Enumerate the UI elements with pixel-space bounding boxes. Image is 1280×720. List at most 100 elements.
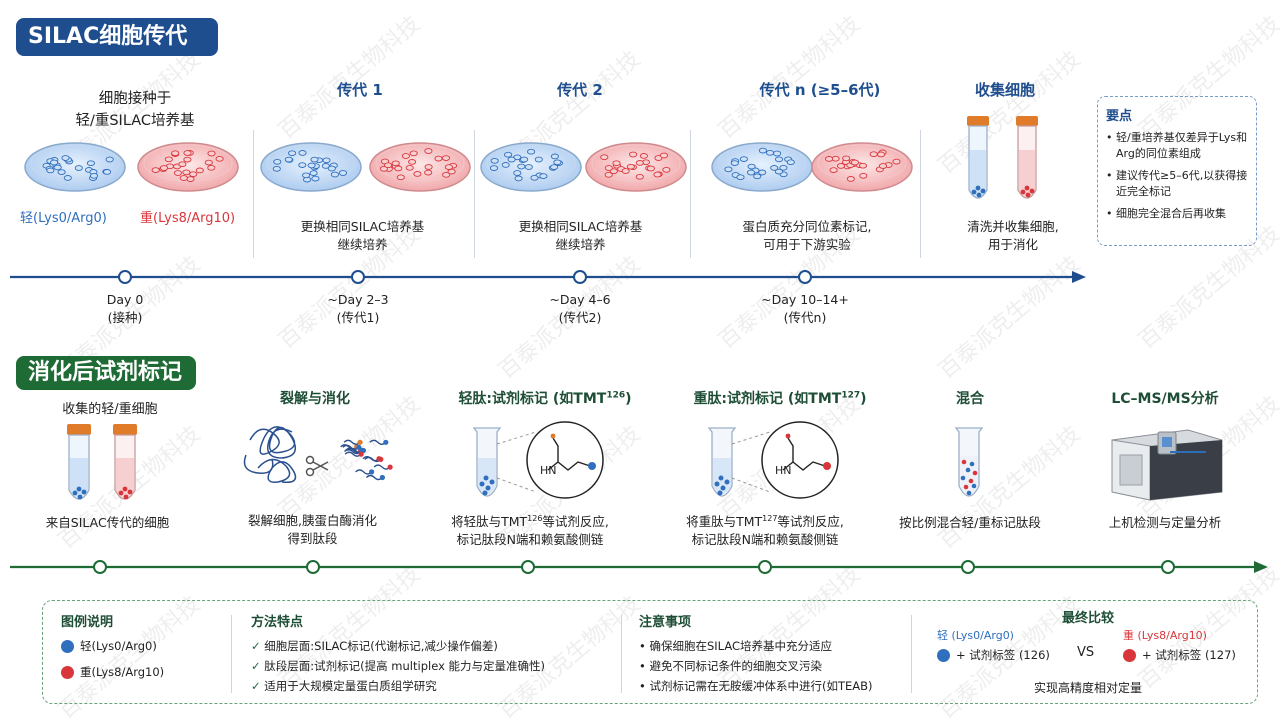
stage-caption-p2: 更换相同SILAC培养基继续培养 bbox=[518, 219, 643, 252]
cell-icon bbox=[298, 162, 307, 168]
cell-icon bbox=[504, 151, 513, 158]
mass-spectrometer-icon bbox=[1111, 429, 1223, 501]
residue-icon bbox=[379, 474, 385, 481]
tube-heavy-peptides bbox=[707, 427, 737, 497]
step-caption-mix: 按比例混合轻/重标记肽段 bbox=[899, 515, 1041, 530]
cell-icon bbox=[539, 173, 548, 179]
cell-icon bbox=[53, 164, 62, 171]
step-title-lysis: 裂解与消化 bbox=[280, 391, 350, 407]
note-item: • 避免不同标记条件的细胞交叉污染 bbox=[639, 659, 822, 673]
cell-icon bbox=[514, 175, 523, 182]
cell-icon bbox=[151, 167, 160, 173]
cell-icon bbox=[621, 168, 630, 174]
cell-icon bbox=[600, 154, 609, 161]
cell-icon bbox=[736, 174, 745, 181]
cell-icon bbox=[215, 155, 224, 162]
molecule-label: HN bbox=[540, 464, 557, 477]
cell-icon bbox=[394, 165, 403, 172]
cell-icon bbox=[770, 165, 779, 171]
cell-icon bbox=[662, 166, 671, 173]
cell-icon bbox=[774, 168, 783, 175]
legend-title: 图例说明 bbox=[61, 615, 114, 630]
peptide-icon bbox=[369, 439, 387, 445]
feature-item: ✓ 细胞层面:SILAC标记(代谢标记,减少操作偏差) bbox=[251, 639, 498, 653]
comparison-title: 最终比较 bbox=[1061, 611, 1114, 626]
cell-icon bbox=[635, 160, 644, 166]
cell-icon bbox=[321, 163, 330, 169]
cell-icon bbox=[550, 164, 559, 170]
cell-icon bbox=[207, 150, 216, 157]
light-label: 轻(Lys0/Arg0) bbox=[20, 211, 107, 226]
cell-icon bbox=[310, 156, 319, 163]
check-icon: ✓ bbox=[251, 639, 265, 653]
cell-icon bbox=[434, 155, 443, 162]
cell-icon bbox=[413, 171, 422, 177]
cell-icon bbox=[384, 162, 393, 169]
divider bbox=[621, 615, 622, 693]
cell-icon bbox=[330, 171, 339, 178]
cell-icon bbox=[758, 169, 767, 176]
cell-icon bbox=[517, 163, 526, 170]
step-caption-lysis: 裂解细胞,胰蛋白酶消化得到肽段 bbox=[248, 513, 377, 546]
comparison-heavy: + 试剂标签 (127) bbox=[1123, 645, 1236, 665]
cell-icon bbox=[183, 150, 192, 156]
peptide-icon bbox=[373, 464, 391, 470]
cell-icon bbox=[774, 156, 784, 163]
cell-icon bbox=[490, 157, 499, 164]
residue-icon bbox=[376, 456, 382, 462]
cell-icon bbox=[57, 169, 66, 175]
timeline-label-pn: ~Day 10–14+(传代n) bbox=[761, 292, 849, 325]
comparison-heavy-label: 重 (Lys8/Arg10) bbox=[1123, 629, 1207, 642]
cell-icon bbox=[507, 156, 516, 163]
cell-icon bbox=[850, 159, 859, 166]
cell-icon bbox=[173, 170, 182, 176]
cell-icon bbox=[639, 153, 648, 159]
cell-icon bbox=[273, 158, 282, 165]
heavy-label: 重(Lys8/Arg10) bbox=[140, 211, 236, 226]
molecule-heavy-icon bbox=[761, 421, 839, 499]
legend-light: 轻(Lys0/Arg0) bbox=[61, 636, 211, 656]
check-icon: ✓ bbox=[251, 679, 265, 693]
vs-label: VS bbox=[1077, 645, 1095, 660]
cell-icon bbox=[513, 170, 522, 176]
cell-icon bbox=[758, 147, 767, 154]
timeline-label-p1: ~Day 2–3(传代1) bbox=[327, 292, 389, 325]
key-point-item: 轻/重培养基仅差异于Lys和Arg的同位素组成 bbox=[1106, 130, 1248, 162]
stage-caption-p1: 更换相同SILAC培养基继续培养 bbox=[300, 219, 425, 252]
cell-icon bbox=[653, 171, 662, 178]
cell-icon bbox=[747, 163, 756, 170]
stage-title-collect: 收集细胞 bbox=[974, 81, 1035, 99]
cell-icon bbox=[424, 148, 433, 154]
cell-icon bbox=[327, 165, 336, 172]
peptide-icon bbox=[344, 451, 362, 457]
key-points-box: 要点 轻/重培养基仅差异于Lys和Arg的同位素组成 建议传代≥5–6代,以获得… bbox=[1097, 96, 1257, 246]
timeline-top bbox=[10, 270, 1086, 284]
cell-icon bbox=[829, 167, 838, 173]
cell-icon bbox=[171, 150, 180, 157]
tube-heavy-bottom bbox=[113, 424, 137, 500]
cell-icon bbox=[825, 156, 834, 162]
cell-icon bbox=[746, 169, 756, 176]
cell-icon bbox=[773, 150, 782, 157]
cell-icon bbox=[195, 167, 204, 174]
cell-icon bbox=[103, 169, 112, 175]
cell-icon bbox=[46, 167, 55, 174]
check-icon: ✓ bbox=[251, 659, 265, 673]
cell-icon bbox=[846, 176, 855, 182]
cell-icon bbox=[298, 150, 307, 156]
cell-icon bbox=[183, 156, 192, 163]
protein-tangle-icon bbox=[243, 426, 297, 484]
cell-icon bbox=[534, 156, 543, 163]
cell-icon bbox=[401, 153, 410, 159]
cell-icon bbox=[524, 164, 533, 170]
cell-icon bbox=[74, 165, 83, 171]
notes-title: 注意事项 bbox=[639, 615, 692, 630]
cell-icon bbox=[489, 165, 499, 171]
timeline-bottom bbox=[10, 560, 1268, 574]
cell-icon bbox=[338, 170, 348, 176]
cell-icon bbox=[646, 165, 655, 172]
cell-icon bbox=[288, 150, 297, 157]
cell-icon bbox=[739, 156, 748, 162]
blue-dot-icon bbox=[61, 640, 74, 653]
cell-icon bbox=[842, 155, 851, 162]
